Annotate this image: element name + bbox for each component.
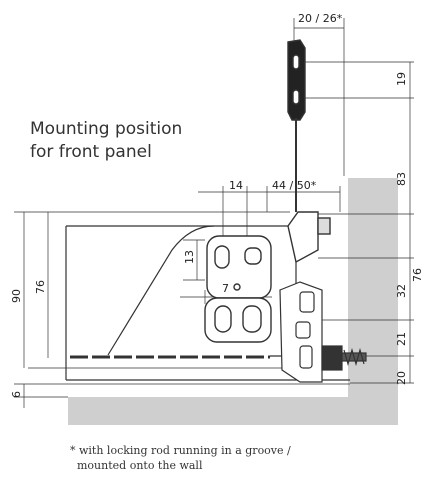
dim-hole-13: 13 <box>183 250 196 264</box>
footnote-line-1: * with locking rod running in a groove / <box>70 444 291 457</box>
bracket-plate <box>287 39 306 121</box>
connector-block <box>287 211 319 264</box>
dim-height-76: 76 <box>34 280 47 294</box>
upper-slot-right <box>244 247 262 265</box>
dim-spacing-20: 20 <box>395 371 408 385</box>
dim-spacing-32: 32 <box>395 284 408 298</box>
screw-thread <box>343 347 365 367</box>
bottom-panel <box>68 397 348 425</box>
dim-hole-7: 7 <box>222 282 229 295</box>
dim-horizontal-44-50: 44 / 50* <box>272 179 317 192</box>
lower-slot-left <box>214 305 232 333</box>
front-bracket <box>287 39 331 264</box>
lower-slot-right <box>242 305 262 333</box>
upper-slot-left <box>214 245 230 269</box>
runner-slot-3 <box>299 345 313 369</box>
mounting-caption: Mounting position for front panel <box>30 118 182 164</box>
pivot-hole <box>233 283 241 291</box>
wall-bracket <box>321 345 343 371</box>
curved-diagonal <box>107 225 215 356</box>
dim-spacing-21: 21 <box>395 332 408 346</box>
dimension-lines <box>14 18 414 408</box>
runner-slot-1 <box>299 291 315 313</box>
dim-upper-height: 83 <box>395 172 408 186</box>
front-panel <box>348 178 398 425</box>
caption-line-1: Mounting position <box>30 119 183 139</box>
dim-lower-height: 76 <box>411 268 424 282</box>
runner-slot-2 <box>295 321 311 339</box>
bracket-hole-top <box>292 54 300 70</box>
bracket-hole-bottom <box>292 89 300 105</box>
runner-assembly <box>279 281 367 383</box>
caption-line-2: for front panel <box>30 142 152 162</box>
dim-horizontal-14: 14 <box>229 179 243 192</box>
dim-height-90: 90 <box>10 289 23 303</box>
rod-end <box>317 217 331 235</box>
dim-top-width: 20 / 26* <box>298 12 343 25</box>
footnote: * with locking rod running in a groove /… <box>70 443 291 473</box>
dimension-labels: 20 / 26* 19 83 76 32 21 20 14 44 / 50* 1… <box>10 12 424 398</box>
dim-offset-6: 6 <box>10 391 23 398</box>
panels <box>68 178 398 425</box>
mounting-plate <box>204 235 272 343</box>
footnote-line-2: mounted onto the wall <box>77 459 203 472</box>
dim-bracket-hole-spacing: 19 <box>395 72 408 86</box>
